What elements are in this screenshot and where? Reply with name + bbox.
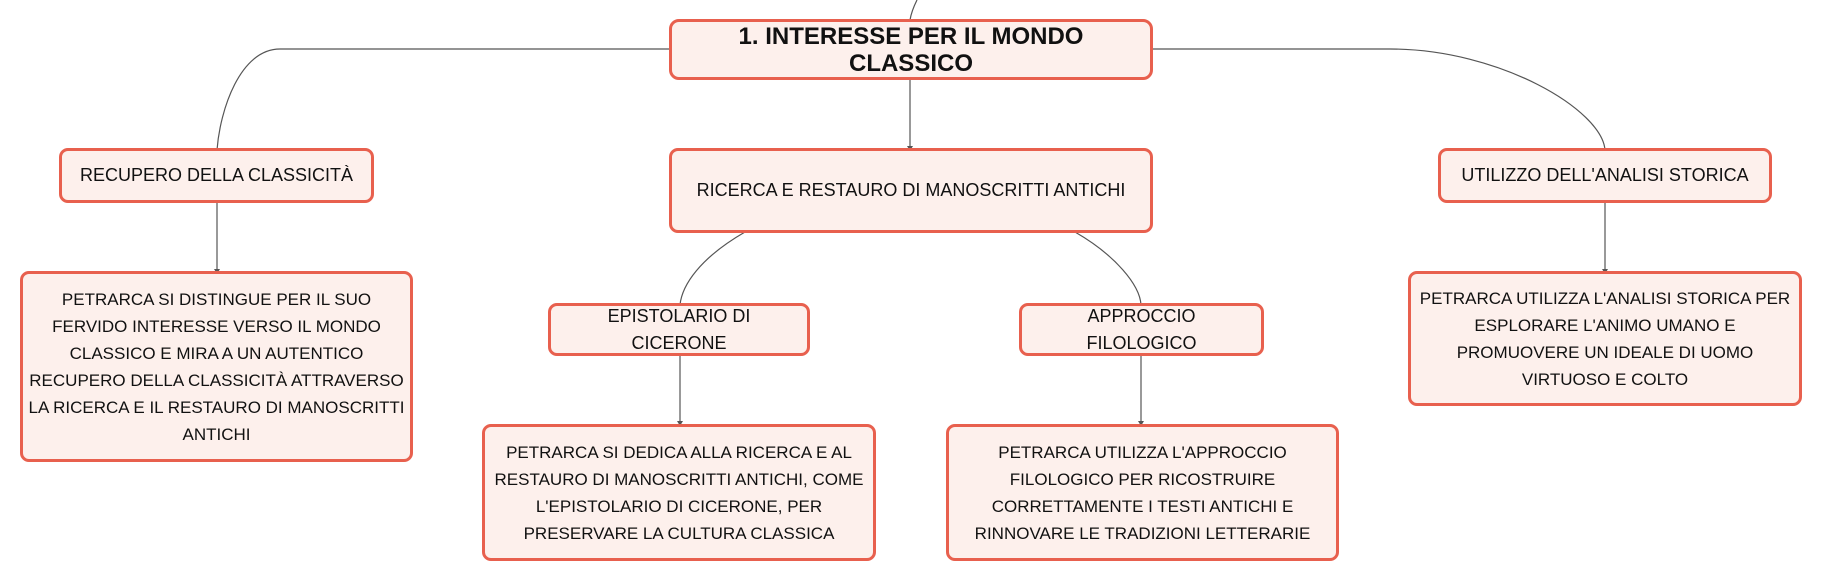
connector-root-to-utilizzo — [1153, 48, 1606, 151]
connector-ricerca-to-epistolario — [679, 231, 746, 306]
node-recupero-description[interactable]: PETRARCA SI DISTINGUE PER IL SUO FERVIDO… — [20, 271, 413, 462]
connector-ricerca-to-filologico — [1074, 231, 1142, 306]
node-epistolario-description[interactable]: PETRARCA SI DEDICA ALLA RICERCA E AL RES… — [482, 424, 876, 561]
node-utilizzo-description[interactable]: PETRARCA UTILIZZA L'ANALISI STORICA PER … — [1408, 271, 1802, 406]
connector-root-to-recupero — [216, 48, 669, 151]
node-filologico-description[interactable]: PETRARCA UTILIZZA L'APPROCCIO FILOLOGICO… — [946, 424, 1339, 561]
node-recupero-classicita[interactable]: RECUPERO DELLA CLASSICITÀ — [59, 148, 374, 203]
arrow-head-filologico-desc — [1138, 421, 1144, 426]
node-ricerca-restauro[interactable]: RICERCA E RESTAURO DI MANOSCRITTI ANTICH… — [669, 148, 1153, 233]
node-utilizzo-analisi-storica[interactable]: UTILIZZO DELL'ANALISI STORICA — [1438, 148, 1772, 203]
connector-parent-to-root — [909, 0, 918, 21]
node-approccio-filologico[interactable]: APPROCCIO FILOLOGICO — [1019, 303, 1264, 356]
root-node[interactable]: 1. INTERESSE PER IL MONDO CLASSICO — [669, 19, 1153, 80]
arrow-head-epistolario-desc — [677, 421, 683, 426]
node-epistolario-cicerone[interactable]: EPISTOLARIO DI CICERONE — [548, 303, 810, 356]
